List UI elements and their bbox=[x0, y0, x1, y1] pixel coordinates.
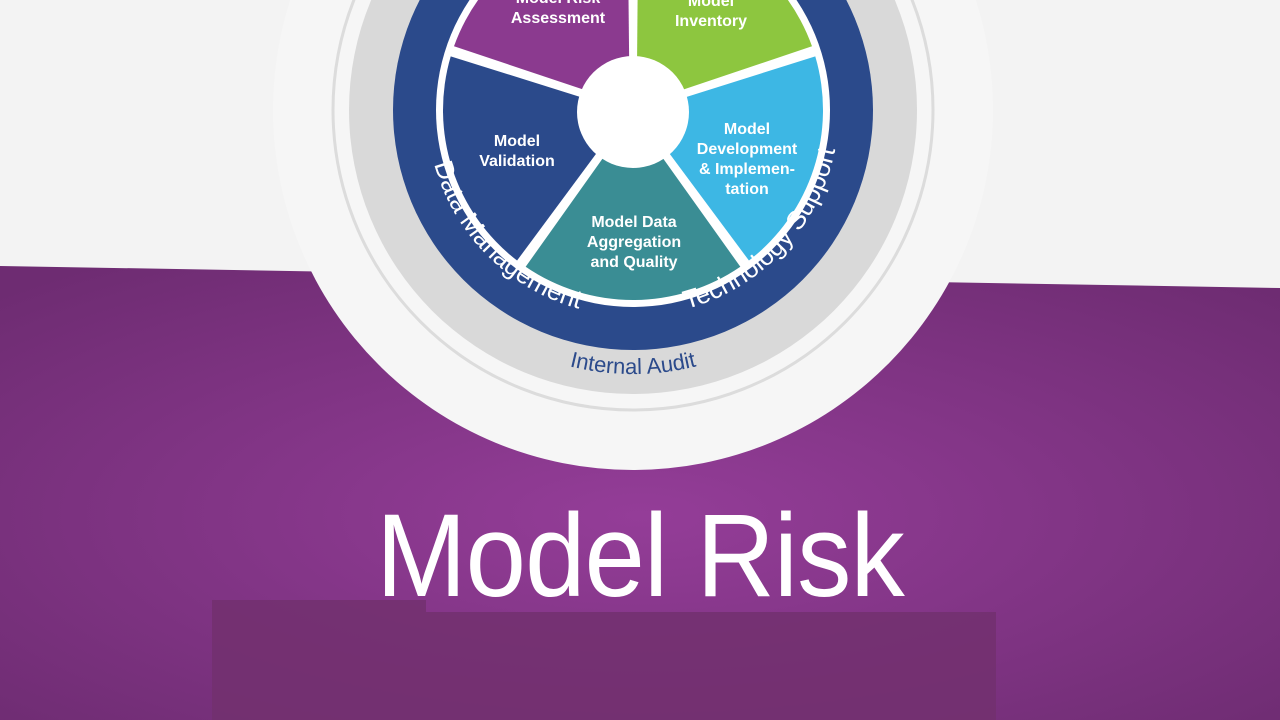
segment-risk-assessment bbox=[454, 0, 630, 106]
segment-label-line: and Quality bbox=[590, 254, 677, 271]
dark-overlay-box bbox=[426, 612, 996, 720]
segment-label-risk-assessment: Model RiskAssessment bbox=[511, 0, 606, 27]
segment-label-line: Model bbox=[688, 0, 734, 10]
segment-label-line: Validation bbox=[479, 153, 555, 170]
segment-label-line: Model Data bbox=[591, 214, 676, 231]
segment-label-line: tation bbox=[725, 181, 769, 198]
page-title: Model Risk bbox=[376, 490, 905, 622]
segment-label-line: Assessment bbox=[511, 10, 606, 27]
center-hub bbox=[577, 56, 689, 168]
segment-label-line: Aggregation bbox=[587, 234, 681, 251]
segment-label-line: Model bbox=[494, 133, 540, 150]
segment-label-line: & Implemen- bbox=[699, 161, 795, 178]
segment-label-line: Development bbox=[697, 141, 798, 158]
segment-label-line: Model Risk bbox=[516, 0, 601, 7]
dark-overlay-box bbox=[212, 600, 426, 720]
segment-label-line: Model bbox=[724, 121, 770, 138]
segment-inventory bbox=[636, 0, 812, 106]
segment-label-line: Inventory bbox=[675, 13, 747, 30]
outer-ring-border bbox=[331, 0, 935, 412]
segment-data bbox=[525, 115, 741, 301]
